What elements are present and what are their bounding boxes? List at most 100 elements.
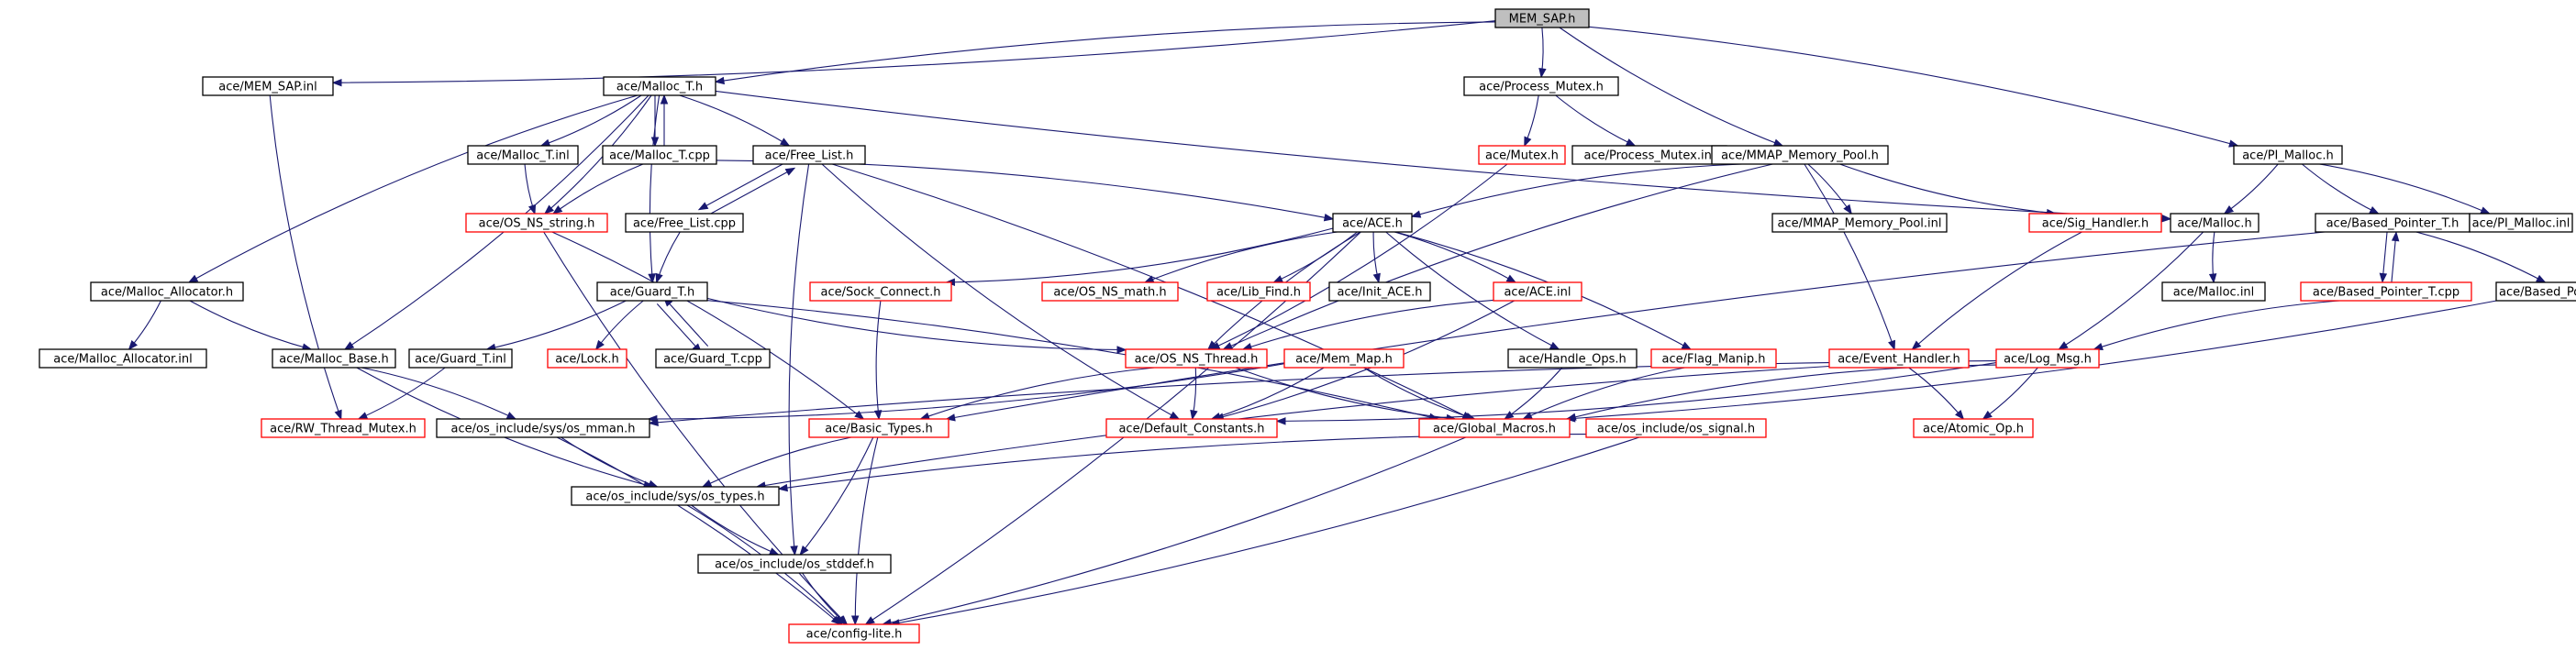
node-malloc-base-h[interactable]: ace/Malloc_Base.h: [272, 348, 396, 369]
node-box: [1041, 281, 1179, 302]
arrowhead-guard_t_h-to-lock_h: [594, 339, 605, 351]
edge-guard_t_cpp-to-guard_t_h: [663, 297, 709, 347]
node-mmap-pool-h[interactable]: ace/MMAP_Memory_Pool.h: [1711, 145, 1889, 165]
node-flag-manip-h[interactable]: ace/Flag_Manip.h: [1650, 348, 1777, 369]
arrowhead-ace_h-to-config_lite_h: [864, 616, 875, 625]
node-label: ace/Malloc_T.inl: [476, 149, 570, 163]
node-based-pointer-t-inl[interactable]: ace/Based_Pointer_T.inl: [2495, 281, 2576, 302]
node-box: [2469, 213, 2573, 233]
edge-malloc_t_h-to-malloc_allocator_h: [188, 94, 638, 283]
arrowhead-mmap_pool_h-to-event_handler_h: [1888, 339, 1896, 351]
node-process-mutex-h[interactable]: ace/Process_Mutex.h: [1463, 76, 1619, 96]
node-pi-malloc-h[interactable]: ace/PI_Malloc.h: [2233, 145, 2343, 165]
node-mmap-pool-inl[interactable]: ace/MMAP_Memory_Pool.inl: [1771, 213, 1948, 233]
node-box: [788, 623, 920, 644]
edge-log_msg_h-to-default_constants_h: [1276, 362, 1997, 422]
node-label: ace/ACE.inl: [1504, 286, 1571, 300]
edge-based_pointer_t_cpp-to-log_msg_h: [2093, 300, 2340, 350]
node-box: [2300, 281, 2472, 302]
node-os-mman-h[interactable]: ace/os_include/sys/os_mman.h: [436, 418, 650, 438]
node-mutex-h[interactable]: ace/Mutex.h: [1478, 145, 1566, 165]
node-os-ns-string-h[interactable]: ace/OS_NS_string.h: [465, 213, 608, 233]
arrowhead-basic_types_h-to-config_lite_h: [850, 615, 860, 626]
node-process-mutex-inl[interactable]: ace/Process_Mutex.inl: [1571, 145, 1727, 165]
node-os-types-h[interactable]: ace/os_include/sys/os_types.h: [571, 486, 780, 506]
arrowhead-malloc_t_h-to-malloc_h: [2161, 215, 2172, 223]
node-malloc-allocator-h[interactable]: ace/Malloc_Allocator.h: [90, 281, 244, 302]
node-box: [1478, 145, 1566, 165]
node-guard-t-h[interactable]: ace/Guard_T.h: [596, 281, 708, 302]
node-malloc-t-h[interactable]: ace/Malloc_T.h: [603, 76, 716, 96]
node-box: [1494, 8, 1590, 28]
arrowhead-os_types_h-to-os_stddef_h: [769, 547, 780, 556]
node-guard-t-cpp[interactable]: ace/Guard_T.cpp: [655, 348, 771, 369]
edge-guard_t_h-to-global_macros_h: [706, 300, 1438, 420]
node-box: [2233, 145, 2343, 165]
edge-mmap_pool_h-to-event_handler_h: [1804, 163, 1895, 350]
node-guard-t-inl[interactable]: ace/Guard_T.inl: [408, 348, 513, 369]
node-box: [2161, 281, 2266, 302]
node-label: ace/Flag_Manip.h: [1662, 353, 1766, 367]
node-mem-sap-h[interactable]: MEM_SAP.h: [1494, 8, 1590, 28]
node-os-ns-thread-h[interactable]: ace/OS_NS_Thread.h: [1125, 348, 1268, 369]
node-based-pointer-t-cpp[interactable]: ace/Based_Pointer_T.cpp: [2300, 281, 2472, 302]
node-mem-sap-inl[interactable]: ace/MEM_SAP.inl: [202, 76, 334, 96]
node-rw-thread-mutex-h[interactable]: ace/RW_Thread_Mutex.h: [261, 418, 426, 438]
arrowhead-free_list_h-to-free_list_cpp: [697, 202, 709, 211]
node-box: [1585, 418, 1767, 438]
node-lib-find-h[interactable]: ace/Lib_Find.h: [1206, 281, 1311, 302]
arrowhead-free_list_h-to-os_stddef_h: [790, 545, 798, 556]
node-box: [1332, 213, 1413, 233]
node-box: [1463, 76, 1619, 96]
edge-ace_h-to-os_ns_math_h: [1144, 231, 1338, 283]
node-based-pointer-t-h[interactable]: ace/Based_Pointer_T.h: [2315, 213, 2471, 233]
arrowhead-sock_connect_h-to-basic_types_h: [873, 410, 883, 421]
arrowhead-guard_t_h-to-os_ns_thread_h: [1116, 346, 1127, 354]
node-box: [1828, 348, 1970, 369]
node-malloc-h[interactable]: ace/Malloc.h: [2170, 213, 2260, 233]
node-malloc-inl[interactable]: ace/Malloc.inl: [2161, 281, 2266, 302]
node-box: [602, 145, 717, 165]
edge-mem_sap_h-to-mem_sap_inl: [332, 20, 1496, 83]
node-malloc-t-cpp[interactable]: ace/Malloc_T.cpp: [602, 145, 717, 165]
arrowhead-os_stddef_h-to-config_lite_h: [837, 615, 848, 625]
node-free-list-cpp[interactable]: ace/Free_List.cpp: [625, 213, 744, 233]
edge-mmap_pool_h-to-os_ns_thread_h: [1223, 163, 1773, 350]
node-label: ace/os_include/os_stddef.h: [715, 558, 874, 572]
edge-ace_inl-to-os_ns_thread_h: [1242, 299, 1494, 350]
node-sock-connect-h[interactable]: ace/Sock_Connect.h: [809, 281, 952, 302]
node-sig-handler-h[interactable]: ace/Sig_Handler.h: [2028, 213, 2162, 233]
node-lock-h[interactable]: ace/Lock.h: [547, 348, 627, 369]
arrowhead-free_list_cpp-to-free_list_h: [784, 167, 796, 176]
arrowhead-malloc_t_h-to-malloc_t_inl: [539, 138, 551, 147]
node-pi-malloc-inl[interactable]: ace/PI_Malloc.inl: [2469, 213, 2573, 233]
node-box: [2495, 281, 2576, 302]
node-os-ns-math-h[interactable]: ace/OS_NS_math.h: [1041, 281, 1179, 302]
node-os-stddef-h[interactable]: ace/os_include/os_stddef.h: [697, 554, 892, 574]
node-ace-h[interactable]: ace/ACE.h: [1332, 213, 1413, 233]
node-init-ace-h[interactable]: ace/Init_ACE.h: [1328, 281, 1431, 302]
node-log-msg-h[interactable]: ace/Log_Msg.h: [1995, 348, 2100, 369]
node-mem-map-h[interactable]: ace/Mem_Map.h: [1283, 348, 1405, 369]
arrowhead-free_list_cpp-to-guard_t_h: [655, 272, 663, 284]
node-box: [1105, 418, 1278, 438]
arrowhead-handle_ops_h-to-global_macros_h: [1504, 411, 1515, 420]
node-handle-ops-h[interactable]: ace/Handle_Ops.h: [1507, 348, 1638, 369]
node-default-constants-h[interactable]: ace/Default_Constants.h: [1105, 418, 1278, 438]
arrowhead-process_mutex_h-to-mutex_h: [1524, 136, 1532, 148]
node-atomic-op-h[interactable]: ace/Atomic_Op.h: [1913, 418, 2034, 438]
node-config-lite-h[interactable]: ace/config-lite.h: [788, 623, 920, 644]
node-event-handler-h[interactable]: ace/Event_Handler.h: [1828, 348, 1970, 369]
node-label: ace/OS_NS_math.h: [1053, 286, 1166, 300]
edge-malloc_t_cpp-to-os_ns_string_h: [552, 163, 644, 215]
node-free-list-h[interactable]: ace/Free_List.h: [752, 145, 866, 165]
node-os-signal-h[interactable]: ace/os_include/os_signal.h: [1585, 418, 1767, 438]
arrowhead-based_pointer_t_h-to-based_pointer_t_cpp: [2379, 272, 2388, 283]
edge-free_list_h-to-free_list_cpp: [698, 160, 791, 211]
node-basic-types-h[interactable]: ace/Basic_Types.h: [808, 418, 949, 438]
edge-process_mutex_h-to-process_mutex_inl: [1555, 94, 1636, 147]
node-malloc-t-inl[interactable]: ace/Malloc_T.inl: [467, 145, 579, 165]
node-ace-inl[interactable]: ace/ACE.inl: [1493, 281, 1582, 302]
node-malloc-allocator-inl[interactable]: ace/Malloc_Allocator.inl: [39, 348, 207, 369]
node-global-macros-h[interactable]: ace/Global_Macros.h: [1418, 418, 1571, 438]
